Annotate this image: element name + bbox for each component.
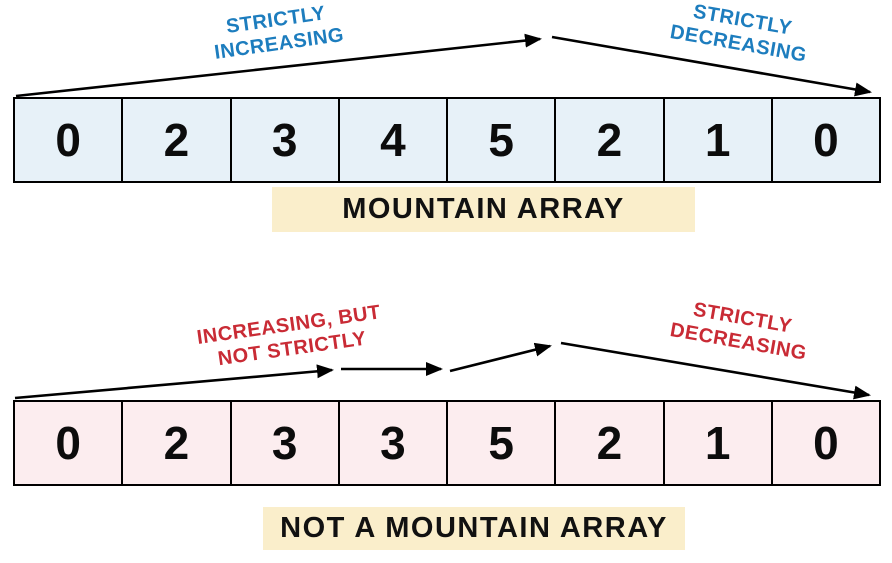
array-cell: 5 xyxy=(446,99,554,181)
array-cell: 4 xyxy=(337,99,446,181)
array-cell: 2 xyxy=(121,99,229,181)
annotation-strictly-decreasing: STRICTLY DECREASING xyxy=(650,0,831,71)
array-cell: 1 xyxy=(662,402,771,484)
array-cell: 2 xyxy=(554,402,662,484)
array-cell: 3 xyxy=(229,402,338,484)
array-cell: 0 xyxy=(55,114,81,166)
not-mountain-array-caption: NOT A MOUNTAIN ARRAY xyxy=(263,507,685,550)
arrow-increasing-to-peak xyxy=(449,342,552,373)
array-cell: 0 xyxy=(770,99,879,181)
mountain-array-caption: MOUNTAIN ARRAY xyxy=(272,187,695,232)
array-cell: 3 xyxy=(337,402,446,484)
array-cell: 2 xyxy=(554,99,662,181)
array-cell: 1 xyxy=(662,99,771,181)
annotation-strictly-decreasing-bottom: STRICTLY DECREASING xyxy=(650,291,831,369)
annotation-strictly-increasing: STRICTLY INCREASING xyxy=(183,0,373,69)
arrow-increasing-not-strict-1 xyxy=(14,364,334,400)
array-cell: 5 xyxy=(446,402,554,484)
array-cell: 0 xyxy=(55,417,81,469)
array-cell: 2 xyxy=(121,402,229,484)
annotation-increasing-not-strictly: INCREASING, BUT NOT STRICTLY xyxy=(176,298,405,377)
array-cell: 3 xyxy=(229,99,338,181)
array-cell: 0 xyxy=(770,402,879,484)
